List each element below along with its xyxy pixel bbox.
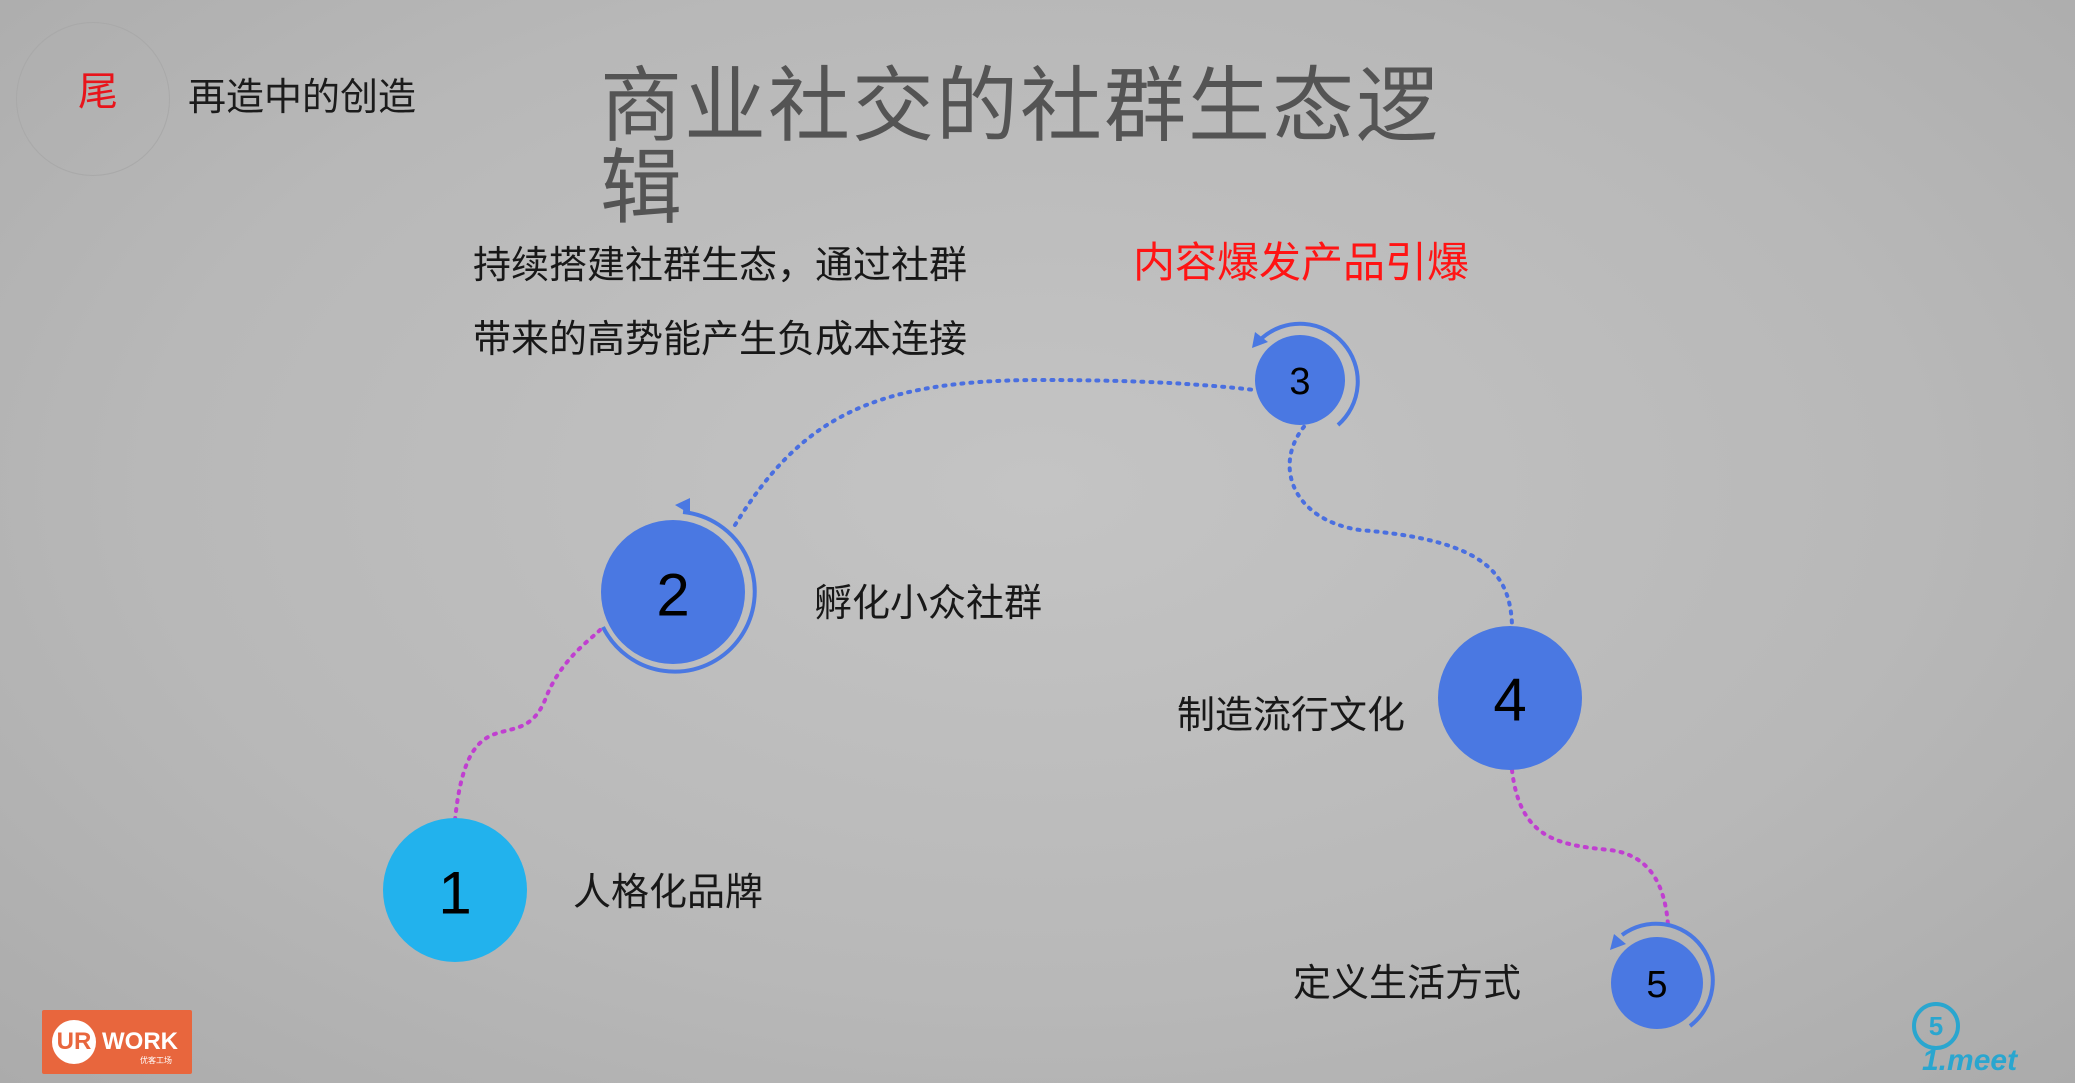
step-2-arc (601, 510, 757, 674)
urwork-small-text: 优客工场 (140, 1056, 172, 1065)
logo-char: 尾 (78, 69, 118, 115)
step-4-number: 4 (1493, 667, 1526, 734)
connector-3-4 (1287, 418, 1514, 627)
step-1-number: 1 (438, 860, 471, 927)
step-2-arrowhead (675, 498, 690, 514)
highlight-label: 内容爆发产品引爆 (1133, 238, 1470, 287)
description-line-2: 带来的高势能产生负成本连接 (473, 317, 968, 361)
step-3-arrowhead (1252, 332, 1268, 348)
step-1-label: 人格化品牌 (573, 870, 764, 914)
meet-logo: 5 1.meet (1908, 1002, 2058, 1078)
connector-2-3 (733, 377, 1257, 527)
step-1-circle (383, 818, 527, 962)
urwork-mark: UR (52, 1020, 96, 1064)
step-5-arc (1620, 921, 1715, 1028)
step-5-circle (1611, 937, 1703, 1029)
logo-circle (16, 22, 170, 176)
urwork-word: WORK (102, 1028, 178, 1055)
step-2-circle (601, 520, 745, 664)
meet-word: 1.meet (1922, 1044, 2018, 1077)
step-2-number: 2 (656, 562, 689, 629)
step-5-number: 5 (1646, 964, 1667, 1006)
step-5-arrowhead (1610, 934, 1626, 950)
description-line-1: 持续搭建社群生态，通过社群 (473, 243, 968, 287)
step-3-circle (1255, 335, 1345, 425)
step-4-label: 制造流行文化 (1177, 693, 1406, 737)
step-3-number: 3 (1289, 361, 1310, 403)
page-title: 商业社交的社群生态逻辑 (600, 59, 1441, 236)
step-3-arc (1260, 321, 1360, 427)
step-4-circle (1438, 626, 1582, 770)
step-2-label: 孵化小众社群 (814, 581, 1043, 625)
step-5-label: 定义生活方式 (1293, 961, 1522, 1005)
section-subtitle: 再造中的创造 (188, 75, 417, 119)
meet-number: 5 (1912, 1002, 1960, 1050)
connector-4-5 (1510, 768, 1670, 927)
connector-1-2 (453, 628, 602, 822)
urwork-logo: UR WORK 优客工场 (42, 1010, 192, 1074)
